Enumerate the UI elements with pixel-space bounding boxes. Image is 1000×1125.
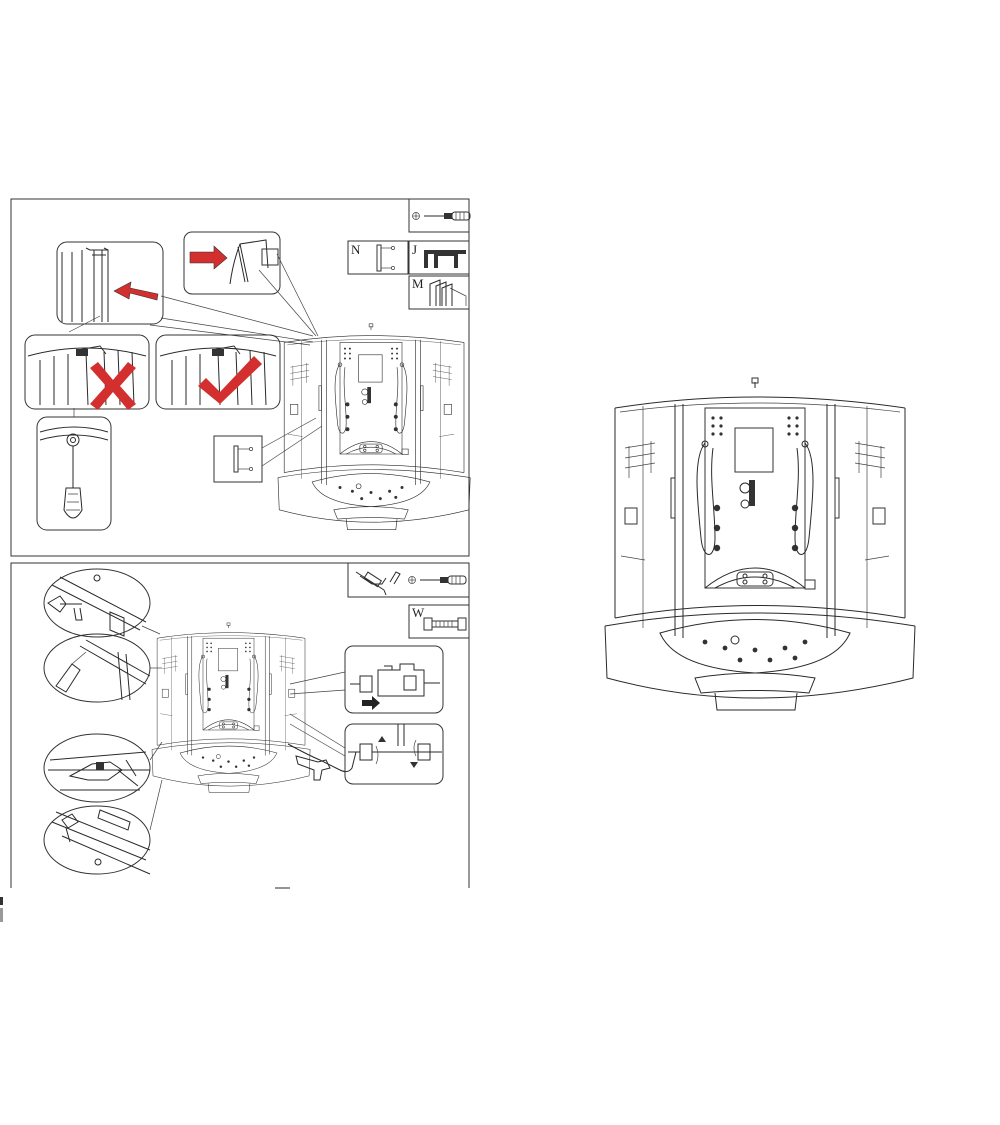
arrow-icon-3: [362, 696, 380, 710]
edge-mark-2: [0, 908, 3, 922]
top-instruction-panel: N J M: [10, 198, 471, 557]
spray-gun-icon: [295, 755, 331, 781]
tool-box-m-label: M: [412, 276, 424, 291]
arrow-icon-2: [189, 245, 228, 270]
seal-strip-icon: [424, 250, 466, 268]
tool-box-n: [347, 240, 409, 275]
cabin-drawing-bottom: [151, 622, 311, 793]
detail-circle-1: [43, 568, 151, 638]
detail-wrong-fit: [24, 334, 150, 410]
detail-correct-fit: [155, 334, 281, 410]
bolt-icon: [423, 617, 467, 631]
detail-hose-coupling: [344, 723, 444, 785]
tool-box-n-label: N: [351, 242, 361, 257]
tool-box-gun: [347, 562, 470, 598]
arrow-icon: [113, 281, 159, 301]
tool-box-j: [408, 240, 470, 275]
handle-part-icon: [376, 244, 395, 272]
screwdriver-icon-2: [408, 575, 467, 585]
edge-mark: [0, 897, 3, 905]
door-profile-icon: [429, 279, 467, 306]
bottom-instruction-panel: W: [10, 562, 470, 888]
bottom-panel-border: [10, 562, 470, 888]
detail-j-clip: [183, 231, 281, 295]
detail-n-part: [213, 435, 263, 483]
detail-circle-2: [43, 633, 151, 703]
tool-box-w-label: W: [412, 605, 425, 620]
screwdriver-icon: [412, 211, 471, 221]
check-mark-icon: [198, 356, 262, 404]
silicone-gun-icon: [355, 571, 401, 596]
tool-box-m: [408, 275, 470, 310]
x-mark-icon: [90, 362, 136, 410]
detail-connector: [344, 645, 444, 714]
detail-profile-slide: [56, 241, 164, 325]
tool-box-screwdriver: [408, 198, 470, 233]
detail-circle-4: [43, 805, 151, 875]
top-panel-border: [10, 198, 470, 557]
detail-circle-3: [43, 733, 151, 803]
cabin-drawing-top: [277, 323, 471, 530]
tool-box-j-label: J: [412, 242, 417, 257]
tool-box-w: [408, 604, 470, 639]
cabin-drawing-large: [604, 377, 916, 711]
